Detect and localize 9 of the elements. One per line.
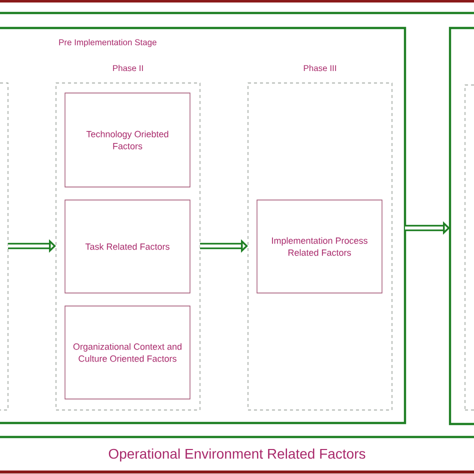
factor-box: Implementation Process Related Factors [256,200,382,294]
factor-box: Technology Oriebted Factors [64,92,190,188]
node-label: Phase II [113,64,143,72]
factor-box: Task Related Factors [64,200,190,294]
stage-box [448,26,474,426]
phase-box [0,82,8,410]
phase-box [464,84,474,410]
factor-box: Organizational Context and Culture Oriented Factors [64,306,190,400]
node-label: Phase III [304,64,336,72]
